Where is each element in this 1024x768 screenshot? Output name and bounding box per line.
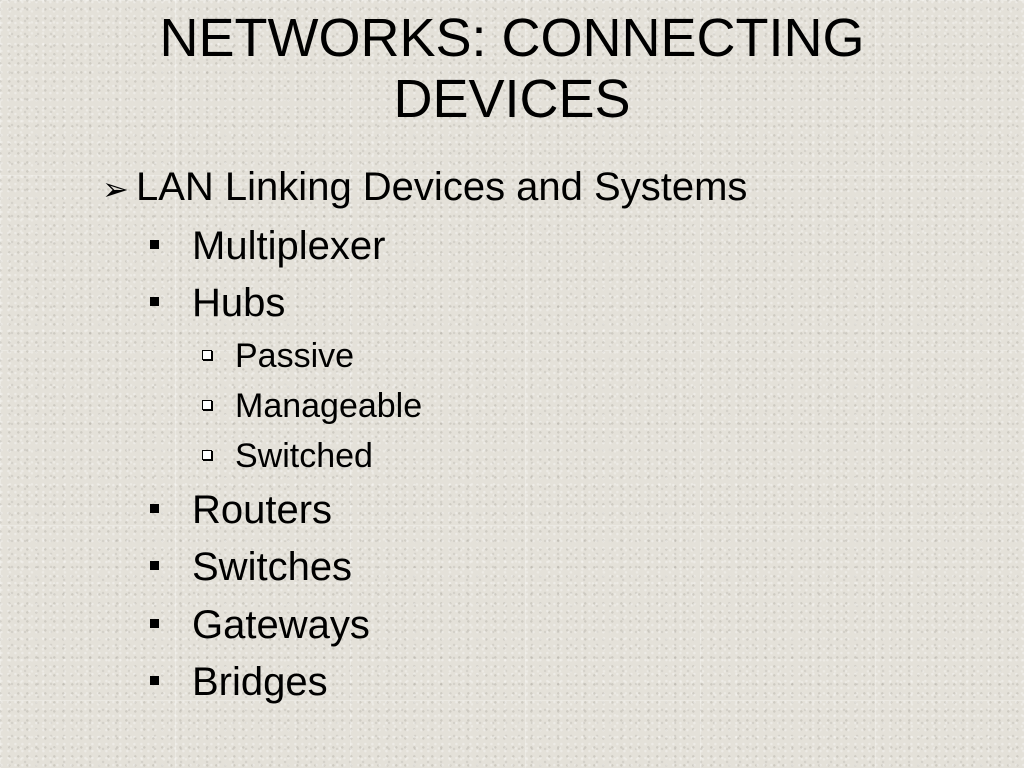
hollow-square-bullet-icon (202, 434, 235, 478)
hollow-square-bullet-icon (202, 334, 235, 378)
square-bullet-icon (150, 219, 192, 269)
bullet-text: LAN Linking Devices and Systems (136, 165, 748, 209)
bullet-multiplexer: Multiplexer (150, 221, 385, 273)
slide-title: NETWORKS: CONNECTING DEVICES (0, 8, 1024, 130)
bullet-passive: Passive (202, 334, 354, 380)
bullet-manageable: Manageable (202, 384, 422, 430)
square-bullet-icon (150, 276, 192, 326)
bullet-text: Manageable (235, 387, 423, 425)
bullet-lan-linking-devices: ➢LAN Linking Devices and Systems (102, 162, 747, 214)
slide-title-line-1: NETWORKS: CONNECTING (159, 8, 865, 68)
square-bullet-icon (150, 598, 192, 648)
bullet-text: Multiplexer (192, 224, 386, 268)
bullet-text: Hubs (192, 281, 286, 325)
square-bullet-icon (150, 655, 192, 705)
bullet-hubs: Hubs (150, 278, 285, 330)
bullet-text: Switches (192, 545, 353, 589)
slide-title-line-2: DEVICES (393, 69, 631, 129)
square-bullet-icon (150, 540, 192, 590)
bullet-gateways: Gateways (150, 600, 370, 652)
square-bullet-icon (150, 483, 192, 533)
bullet-bridges: Bridges (150, 657, 328, 709)
bullet-switched: Switched (202, 434, 373, 480)
hollow-square-bullet-icon (202, 384, 235, 428)
bullet-text: Switched (235, 437, 373, 475)
bullet-switches: Switches (150, 542, 352, 594)
bullet-routers: Routers (150, 485, 332, 537)
bullet-text: Bridges (192, 660, 328, 704)
arrow-bullet-icon: ➢ (102, 171, 129, 207)
bullet-text: Routers (192, 488, 333, 532)
bullet-text: Gateways (192, 603, 370, 647)
bullet-text: Passive (235, 337, 355, 375)
